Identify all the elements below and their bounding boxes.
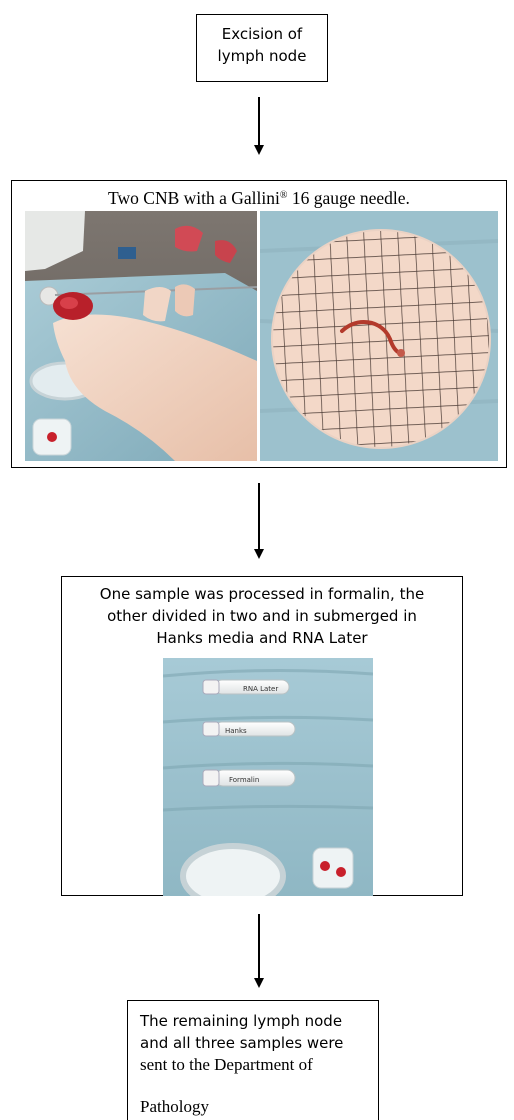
photo-needle-biopsy (25, 211, 257, 461)
step4-line3: sent to the Department of (140, 1055, 313, 1075)
tube-label-rna: RNA Later (243, 685, 278, 693)
step-cnb-box: Two CNB with a Gallini® 16 gauge needle. (11, 180, 507, 468)
step-excision-box: Excision of lymph node (196, 14, 328, 82)
tube-hanks: Hanks (203, 722, 295, 736)
step1-line1: Excision of (197, 23, 327, 45)
step3-line2: other divided in two and in submerged in (68, 605, 456, 627)
step3-line1: One sample was processed in formalin, th… (68, 583, 456, 605)
arrow-down-1 (253, 97, 265, 157)
step-pathology-box: The remaining lymph node and all three s… (127, 1000, 379, 1120)
step2-caption: Two CNB with a Gallini® 16 gauge needle. (12, 187, 506, 209)
tube-formalin: Formalin (203, 770, 295, 786)
tube-label-formalin: Formalin (229, 776, 259, 784)
step2-caption-pre: Two CNB with a Gallini (108, 188, 280, 208)
step4-line4: Pathology (140, 1097, 209, 1117)
arrow-down-2 (253, 483, 265, 561)
photo-core-on-grid (260, 211, 498, 461)
step3-line3: Hanks media and RNA Later (68, 627, 456, 649)
step1-line2: lymph node (197, 45, 327, 67)
arrow-down-3 (253, 914, 265, 992)
step4-line2: and all three samples were (140, 1033, 343, 1053)
step4-line1: The remaining lymph node (140, 1011, 342, 1031)
photo-sample-tubes: RNA Later Hanks Formalin (163, 658, 373, 896)
tube-label-hanks: Hanks (225, 727, 247, 735)
tube-rna-later: RNA Later (203, 680, 289, 694)
step-processing-box: One sample was processed in formalin, th… (61, 576, 463, 896)
step2-caption-post: 16 gauge needle. (287, 188, 409, 208)
